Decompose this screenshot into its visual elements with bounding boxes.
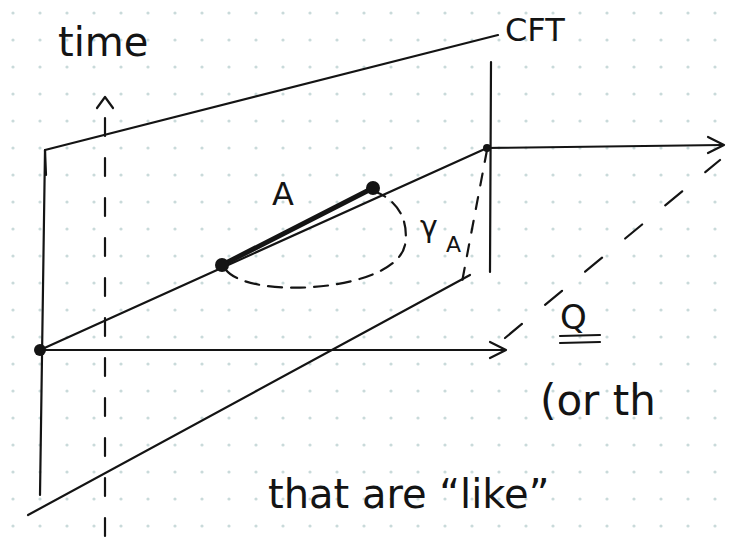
note-label: Q bbox=[560, 300, 587, 334]
surface-label: γ bbox=[420, 212, 438, 242]
minimal-surface bbox=[226, 192, 406, 288]
boundary-label: CFT bbox=[505, 14, 565, 46]
region-a-segment bbox=[222, 188, 373, 265]
bulk-axis-top bbox=[487, 145, 722, 148]
point bbox=[366, 181, 380, 195]
bulk-axis-bottom bbox=[40, 349, 505, 351]
point bbox=[215, 258, 229, 272]
time-arrowhead bbox=[97, 97, 113, 108]
point bbox=[34, 344, 46, 356]
time-slice bbox=[40, 148, 487, 350]
underline bbox=[560, 335, 600, 343]
note-text: that are “like” bbox=[268, 474, 549, 514]
arrowhead bbox=[708, 137, 724, 153]
point bbox=[483, 144, 491, 152]
region-label: A bbox=[272, 178, 294, 210]
bulk-slice-edge bbox=[462, 150, 487, 282]
subscript-label: A bbox=[446, 234, 461, 256]
note-text: (or th bbox=[540, 380, 656, 422]
slab-right-edge bbox=[490, 62, 491, 272]
slab-left-edge bbox=[40, 150, 45, 495]
bulk-far-edge bbox=[505, 160, 720, 338]
time-axis bbox=[104, 118, 106, 540]
arrowhead bbox=[490, 342, 506, 358]
axis-label: time bbox=[58, 22, 148, 62]
